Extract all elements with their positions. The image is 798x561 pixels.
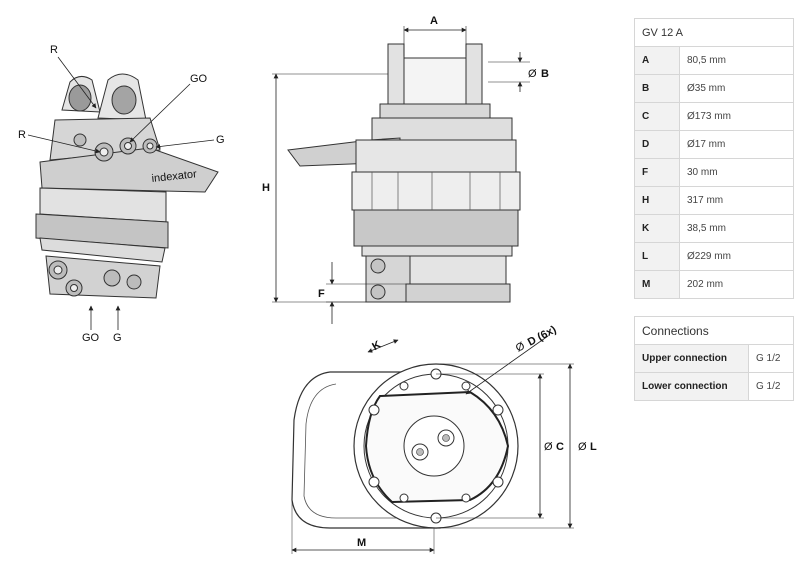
leader-r-top bbox=[57, 56, 97, 109]
spec-key: D bbox=[634, 130, 680, 159]
spec-key: L bbox=[634, 242, 680, 271]
rotator-iso-body bbox=[35, 73, 219, 299]
leader-g-right bbox=[155, 139, 215, 149]
bolt-hole bbox=[461, 381, 471, 391]
callout-go-top: GO bbox=[190, 73, 208, 85]
dim-k-label: K bbox=[370, 339, 383, 353]
bolt-hole bbox=[368, 476, 380, 488]
spec-key: H bbox=[634, 186, 680, 215]
spec-key: B bbox=[634, 74, 680, 103]
connection-value: G 1/2 bbox=[748, 372, 794, 401]
dim-b-diameter-symbol: Ø bbox=[528, 68, 537, 80]
spec-key: A bbox=[634, 46, 680, 75]
callout-r-top: R bbox=[50, 44, 58, 56]
spec-value: 30 mm bbox=[679, 158, 794, 187]
bottom-port-1-core bbox=[416, 448, 424, 456]
connection-label: Lower connection bbox=[634, 372, 749, 401]
dim-h-label: H bbox=[262, 182, 270, 194]
callout-r-left: R bbox=[18, 129, 26, 141]
technical-drawing: indexator R R GO G GO G bbox=[18, 15, 597, 554]
spec-table-title: GV 12 A bbox=[634, 18, 794, 47]
dim-f-label: F bbox=[318, 288, 325, 300]
spec-value: Ø35 mm bbox=[679, 74, 794, 103]
dim-b-label: B bbox=[541, 68, 549, 80]
side-body-details bbox=[371, 172, 501, 210]
bottom-port-2-core bbox=[442, 434, 450, 442]
side-view: A Ø B H F bbox=[262, 15, 549, 324]
bottom-bolt-holes bbox=[368, 368, 504, 524]
dim-d-leader bbox=[465, 335, 549, 395]
rotator-side-body bbox=[287, 43, 521, 303]
connection-label: Upper connection bbox=[634, 344, 749, 373]
dim-a-label: A bbox=[430, 15, 438, 27]
dim-l-label: L bbox=[590, 441, 597, 453]
bolt-hole bbox=[368, 404, 380, 416]
spec-value: Ø229 mm bbox=[679, 242, 794, 271]
spec-value: 317 mm bbox=[679, 186, 794, 215]
spec-value: 202 mm bbox=[679, 270, 794, 299]
spec-key: M bbox=[634, 270, 680, 299]
bottom-center-disc bbox=[403, 415, 465, 477]
spec-key: C bbox=[634, 102, 680, 131]
bottom-view: K Ø D (6x) Ø C Ø L M bbox=[291, 324, 597, 554]
dim-l-diameter-symbol: Ø bbox=[578, 441, 587, 453]
isometric-view: indexator R R GO G GO G bbox=[18, 44, 225, 344]
spec-table-header: GV 12 A bbox=[634, 18, 794, 47]
spec-value: Ø17 mm bbox=[679, 130, 794, 159]
spec-key: K bbox=[634, 214, 680, 243]
bolt-hole bbox=[399, 381, 409, 391]
connection-value: G 1/2 bbox=[748, 344, 794, 373]
spec-value: 80,5 mm bbox=[679, 46, 794, 75]
leader-r-left bbox=[27, 134, 101, 154]
bolt-hole bbox=[399, 493, 409, 503]
leader-go-top bbox=[129, 83, 191, 143]
connections-table-title: Connections bbox=[634, 316, 794, 345]
iso-brand-mark: indexator bbox=[151, 168, 198, 185]
spec-value: Ø173 mm bbox=[679, 102, 794, 131]
dim-c-diameter-symbol: Ø bbox=[544, 441, 553, 453]
dim-k-line bbox=[367, 339, 399, 353]
dim-d-label: D (6x) bbox=[526, 324, 559, 349]
bolt-hole bbox=[461, 493, 471, 503]
callout-g-right: G bbox=[216, 134, 225, 146]
callout-go-bottom: GO bbox=[82, 332, 100, 344]
spec-key: F bbox=[634, 158, 680, 187]
dim-c-label: C bbox=[556, 441, 564, 453]
callout-g-bottom: G bbox=[113, 332, 122, 344]
bolt-hole bbox=[492, 404, 504, 416]
bottom-arm-inner bbox=[303, 383, 430, 519]
dim-m-label: M bbox=[357, 537, 366, 549]
bolt-hole bbox=[492, 476, 504, 488]
spec-value: 38,5 mm bbox=[679, 214, 794, 243]
connections-table-header: Connections bbox=[634, 316, 794, 345]
